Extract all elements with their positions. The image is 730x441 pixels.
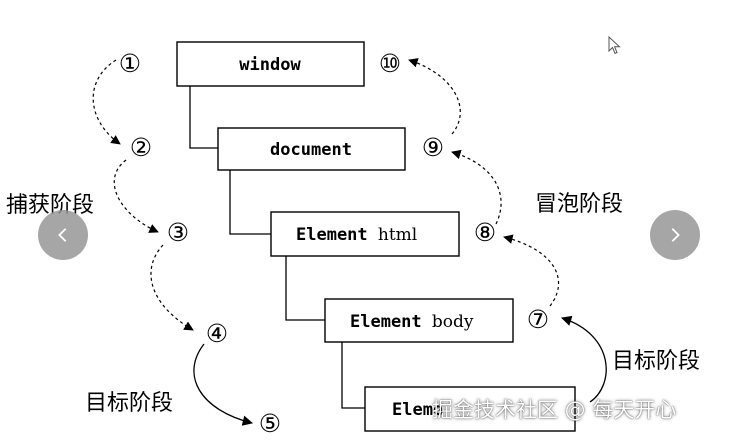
chevron-right-icon [671, 228, 680, 242]
element-html-tag: html [378, 225, 417, 245]
step-1: ① [119, 49, 141, 78]
chevron-left-icon [58, 228, 67, 242]
step-2: ② [130, 133, 152, 162]
element-html-box: Element html [270, 211, 460, 257]
target-phase-label-left: 目标阶段 [85, 391, 173, 416]
phase-labels: 捕获阶段 目标阶段 目标阶段 冒泡阶段 [6, 192, 700, 416]
step-4: ④ [206, 319, 228, 348]
target-arrows [193, 315, 607, 426]
element-target-label: Eleme [392, 400, 443, 420]
step-10: ⑩ [379, 49, 401, 78]
svg-text:Element html: Element html [296, 225, 417, 245]
element-body-tag: body [432, 312, 474, 332]
watermark: 掘金技术社区 @ 每天开心 [432, 398, 677, 422]
step-8: ⑧ [474, 218, 496, 247]
target-phase-label-right: 目标阶段 [612, 349, 700, 374]
element-body-keyword: Element [350, 312, 422, 332]
capture-arrows [92, 59, 194, 331]
window-box-label: window [239, 55, 301, 75]
mouse-cursor-icon [608, 36, 621, 55]
element-html-keyword: Element [296, 225, 368, 245]
element-body-box: Element body [324, 298, 514, 343]
element-target-box: Eleme [364, 386, 576, 432]
window-box: window [176, 41, 365, 87]
bubble-arrows [408, 58, 560, 307]
document-box: document [217, 127, 406, 171]
svg-text:Element body: Element body [350, 312, 474, 332]
document-box-label: document [270, 140, 352, 160]
step-3: ③ [167, 218, 189, 247]
next-image-button[interactable] [650, 210, 700, 260]
step-7: ⑦ [527, 305, 549, 334]
tree-connectors [189, 86, 365, 409]
step-9: ⑨ [422, 133, 444, 162]
bubble-phase-label: 冒泡阶段 [535, 192, 623, 217]
step-5: ⑤ [259, 409, 281, 438]
step-markers: ① ② ③ ④ ⑤ ⑦ ⑧ ⑨ ⑩ [119, 49, 549, 438]
previous-image-button[interactable] [38, 210, 88, 260]
